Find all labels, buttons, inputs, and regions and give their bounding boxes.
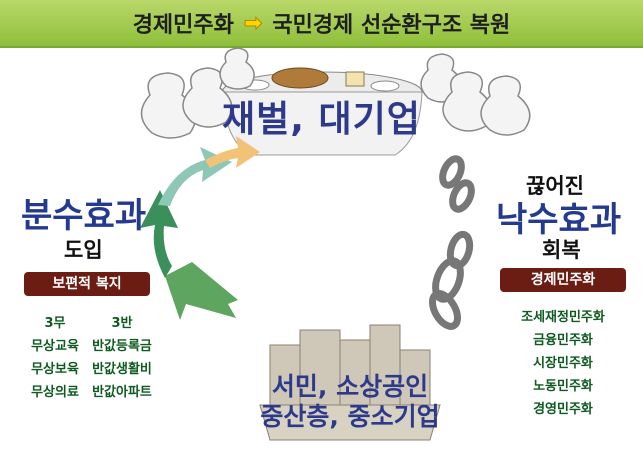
- right-subtitle: 회복: [542, 238, 581, 262]
- list-item: 반값등록금: [92, 339, 152, 354]
- left-pill: 보편적 복지: [24, 272, 150, 296]
- list-item: 무상의료: [31, 385, 79, 400]
- banner-left-text: 경제민주화: [132, 13, 234, 38]
- list-item: 반값아파트: [92, 385, 152, 400]
- list-item: 무상보육: [31, 362, 79, 377]
- right-list: 조세재정민주화 금융민주화 시장민주화 노동민주화 경영민주화: [500, 306, 626, 421]
- list-item: 반값생활비: [92, 362, 152, 377]
- right-arrow-icon: ➡: [243, 10, 263, 36]
- left-title: 분수효과: [21, 196, 147, 236]
- right-title: 낙수효과: [496, 200, 622, 240]
- list-item: 3반: [111, 316, 133, 331]
- left-list-col2: 3반 반값등록금 반값생활비 반값아파트: [86, 312, 158, 404]
- left-subtitle: 도입: [64, 238, 103, 262]
- header-banner: 경제민주화 ➡ 국민경제 선순환구조 복원: [0, 0, 643, 48]
- banner-right-text: 국민경제 선순환구조 복원: [272, 13, 511, 38]
- list-item: 노동민주화: [533, 379, 593, 394]
- right-pill: 경제민주화: [500, 268, 626, 292]
- list-item: 무상교육: [31, 339, 79, 354]
- cycle-arrows: [140, 136, 260, 320]
- list-item: 조세재정민주화: [521, 310, 605, 325]
- bottom-line-1: 서민, 소상공인: [271, 372, 429, 401]
- town-illustration: [259, 324, 441, 441]
- list-item: 3무: [44, 316, 66, 331]
- list-item: 경영민주화: [533, 402, 593, 417]
- right-top-label: 끊어진: [526, 174, 584, 198]
- bottom-title: 서민, 소상공인 중산층, 중소기업: [230, 372, 470, 432]
- list-item: 시장민주화: [533, 356, 593, 371]
- left-list-col1: 3무 무상교육 무상보육 무상의료: [30, 312, 80, 404]
- money-bag-icons: [140, 47, 531, 139]
- top-title: 재벌, 대기업: [222, 99, 421, 140]
- bottom-line-2: 중산층, 중소기업: [260, 402, 440, 431]
- broken-chain-illustration: [429, 155, 475, 330]
- list-item: 금융민주화: [533, 333, 593, 348]
- feast-table-illustration: [221, 67, 423, 156]
